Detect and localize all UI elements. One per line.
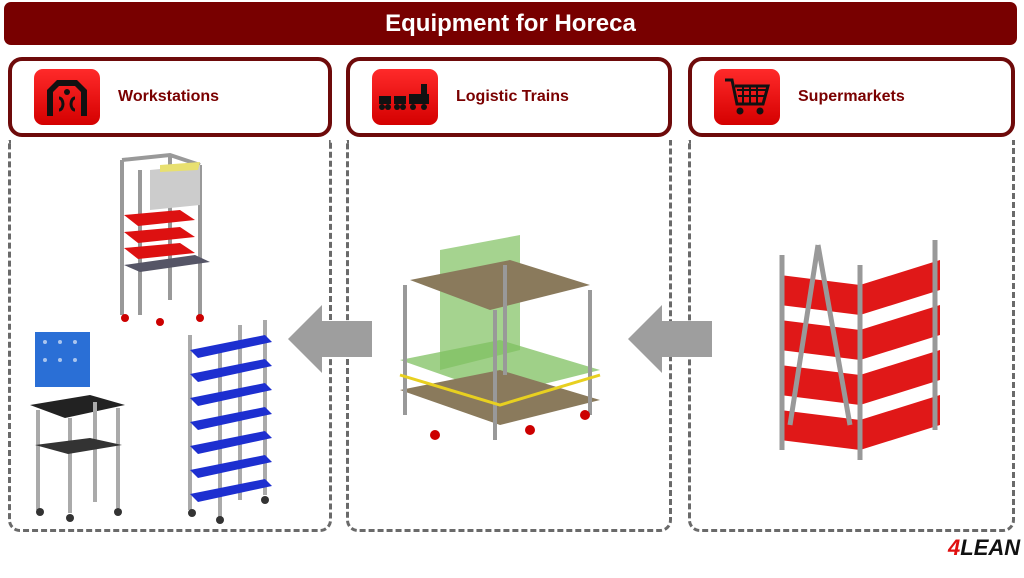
blue-bin-shelf [190, 359, 272, 382]
arrow-left-icon [628, 305, 712, 373]
section-label: Logistic Trains [456, 88, 569, 105]
workstation-icon [34, 69, 100, 125]
blue-bin-shelf [190, 479, 272, 502]
workstation-bin-rack-image [188, 320, 272, 524]
page-title: Equipment for Horeca [4, 2, 1017, 45]
blue-bin-shelf [190, 407, 272, 430]
section-label: Supermarkets [798, 88, 905, 105]
arrow-left-icon [288, 305, 372, 373]
logistic-train-image [399, 235, 601, 440]
workstation-rack-image [120, 152, 210, 326]
section-header-supermarkets: Supermarkets [688, 57, 1015, 137]
section-label: Workstations [118, 88, 220, 105]
train-icon [372, 69, 438, 125]
blue-bin-shelf [190, 455, 272, 478]
blue-bin-shelf [190, 431, 272, 454]
section-header-workstations: Workstations [8, 57, 332, 137]
shopping-cart-icon [714, 69, 780, 125]
workstation-panel-cart-image [30, 332, 125, 522]
supermarket-rack-image [779, 240, 940, 460]
blue-bin-shelf [190, 335, 272, 358]
blue-bin-shelf [190, 383, 272, 406]
section-header-logistic-trains: Logistic Trains [346, 57, 672, 137]
4lean-logo: 4LEAN [948, 535, 1021, 560]
